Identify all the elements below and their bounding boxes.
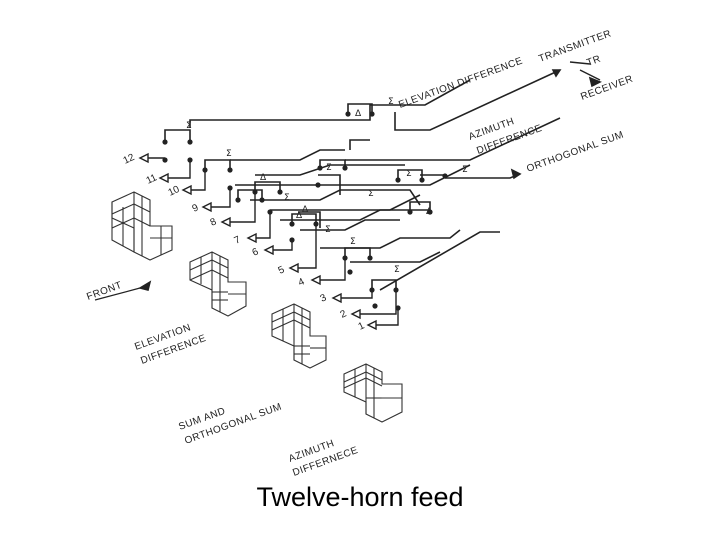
elevation-difference-output-label: ELEVATION DIFFERENCE — [397, 56, 524, 111]
horn-number: 11 — [145, 172, 159, 187]
horn-number: 2 — [339, 308, 349, 321]
horn-number: 8 — [209, 216, 219, 229]
sum-symbol: Σ — [406, 169, 412, 179]
horn-number: 10 — [167, 184, 182, 199]
sum-symbol: Σ — [368, 189, 374, 199]
horn-number: 5 — [277, 264, 287, 277]
sum-symbol: Σ — [394, 265, 400, 275]
delta-symbol: Δ — [260, 173, 267, 183]
delta-symbol: Δ — [296, 211, 303, 221]
tr-switch-lines — [569, 61, 601, 81]
sum-symbol: Σ — [462, 165, 468, 175]
front-arrow-line — [94, 287, 141, 301]
horn-number: 7 — [233, 234, 243, 247]
horn-numbers: 12 11 10 9 8 7 6 5 4 3 2 1 — [122, 152, 367, 333]
front-horn-block — [111, 191, 173, 261]
sum-symbol: Σ — [350, 237, 356, 247]
sum-symbol: Σ — [326, 163, 332, 173]
sum-orthogonal-pattern — [271, 303, 327, 369]
sum-symbol: Σ — [325, 225, 331, 235]
sum-symbol: Σ — [284, 193, 290, 203]
transmitter-label: TRANSMITTER — [537, 28, 613, 65]
delta-symbol: Δ — [355, 109, 362, 119]
front-label: FRONT — [85, 280, 123, 303]
sum-symbol: Σ — [226, 149, 232, 159]
junction-dots — [162, 111, 448, 311]
orthogonal-sum-output-label: ORTHOGONAL SUM — [525, 129, 625, 174]
horn-number: 6 — [251, 246, 261, 259]
horn-number: 3 — [319, 292, 329, 305]
elevation-difference-pattern — [189, 251, 247, 317]
tr-label: TR — [585, 54, 602, 69]
sum-symbol: Σ — [388, 97, 394, 107]
output-arrows — [137, 69, 602, 291]
figure-caption: Twelve-horn feed — [256, 482, 464, 512]
horn-number: 12 — [122, 152, 137, 167]
horn-number: 1 — [357, 320, 367, 333]
azimuth-difference-pattern — [343, 363, 403, 423]
horn-feeds — [138, 152, 399, 331]
signal-lines — [189, 69, 561, 291]
delta-symbol: Δ — [302, 205, 309, 215]
receiver-label: RECEIVER — [579, 74, 635, 103]
horn-number: 4 — [297, 276, 307, 289]
horn-number: 9 — [191, 202, 201, 215]
sum-symbol: Σ — [186, 121, 192, 131]
combiner-junctions — [164, 103, 431, 288]
delta-symbol: Δ — [426, 207, 433, 217]
hybrid-symbols: Σ Σ Σ Σ Σ Σ Σ Σ Σ Σ Σ Δ Δ Δ Δ Δ — [186, 97, 468, 275]
